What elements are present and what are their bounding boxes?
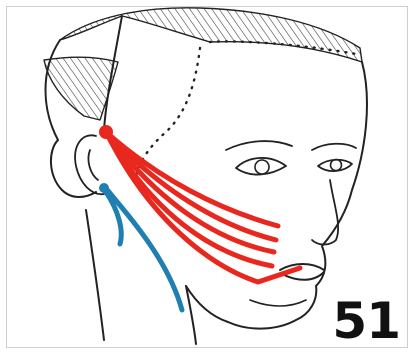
iris-left [331, 160, 342, 171]
iris-right [255, 160, 269, 174]
brow-left [312, 144, 356, 150]
nose [312, 180, 338, 245]
chin-line [250, 300, 306, 306]
blue-line-lower [106, 192, 121, 244]
face-profile [186, 62, 367, 329]
hair-top [60, 8, 362, 62]
brow-right [226, 141, 292, 150]
blue-origin-dot [99, 183, 109, 193]
red-origin-dot [99, 125, 113, 139]
dotted-hairline [136, 42, 356, 177]
red-line-2 [106, 132, 276, 240]
figure-number-label: 51 [332, 296, 400, 346]
ear [75, 135, 104, 194]
eye-left [318, 160, 352, 171]
